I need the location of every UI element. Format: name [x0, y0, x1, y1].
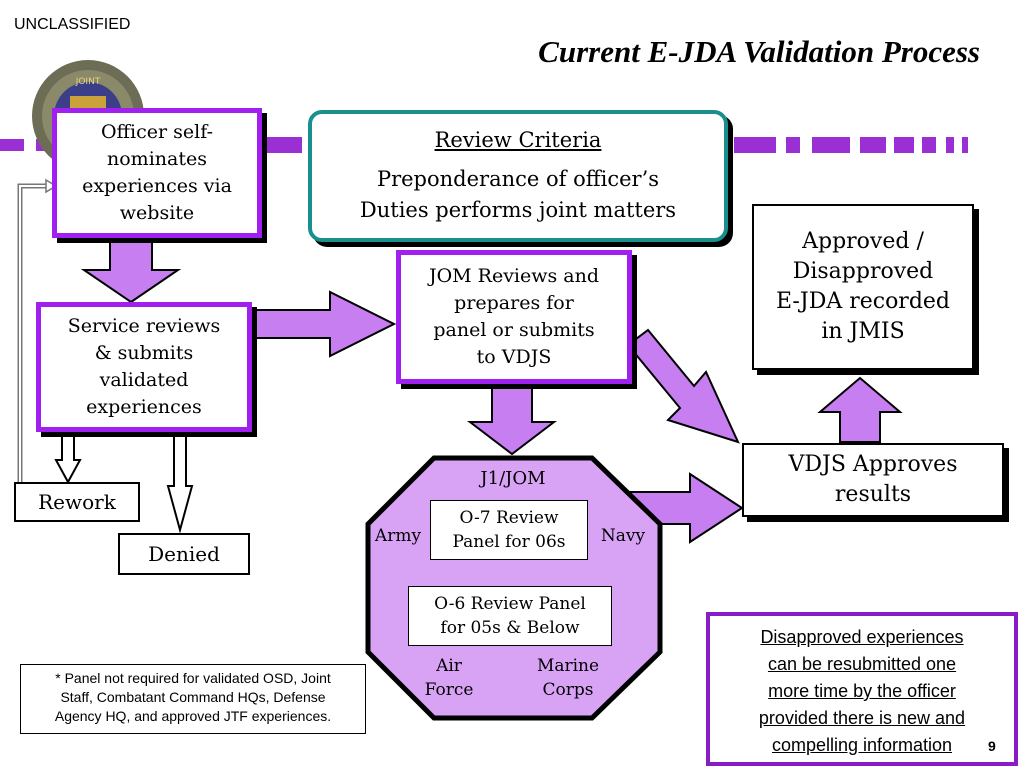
- service-reviews-line: Service reviews: [67, 315, 221, 337]
- vdjs-approves-box: VDJS Approves results: [742, 443, 1004, 517]
- review-criteria-line: Duties performs joint matters: [359, 198, 677, 222]
- army-label: Army: [374, 526, 422, 546]
- review-criteria-box: Review Criteria Preponderance of officer…: [308, 110, 728, 242]
- self-nominate-box: Officer self- nominates experiences via …: [52, 108, 262, 238]
- self-nominate-line: Officer self-: [100, 121, 213, 143]
- footnote-line: * Panel not required for validated OSD, …: [55, 670, 331, 686]
- approved-line: in JMIS: [821, 319, 905, 344]
- arrow-nominate-to-service: [80, 239, 182, 304]
- footnote-line: Agency HQ, and approved JTF experiences.: [54, 708, 332, 724]
- resubmit-line: more time by the officer: [768, 681, 956, 701]
- o7-panel-line: O-7 Review: [459, 508, 559, 528]
- marine-corps-line: Corps: [542, 680, 594, 700]
- jom-reviews-line: JOM Reviews and: [428, 265, 600, 287]
- arrow-vdjs-to-approved: [817, 376, 903, 443]
- o6-panel-line: for 05s & Below: [440, 618, 580, 638]
- marine-corps-label: Marine Corps: [526, 654, 610, 702]
- vdjs-line: VDJS Approves: [788, 452, 958, 477]
- o7-review-panel: O-7 Review Panel for 06s: [430, 500, 588, 560]
- page-number: 9: [988, 738, 996, 754]
- footnote-box: * Panel not required for validated OSD, …: [20, 664, 366, 734]
- approved-line: E-JDA recorded: [775, 289, 951, 314]
- page-title: Current E-JDA Validation Process: [538, 34, 980, 69]
- self-nominate-line: experiences via: [82, 175, 232, 197]
- footnote-line: Staff, Combatant Command HQs, Defense: [60, 689, 326, 705]
- vdjs-line: results: [834, 482, 912, 507]
- jom-reviews-box: JOM Reviews and prepares for panel or su…: [396, 250, 632, 384]
- jom-reviews-line: to VDJS: [476, 346, 552, 368]
- approved-line: Approved /: [802, 229, 924, 254]
- arrow-service-to-jom: [251, 290, 397, 358]
- resubmit-line: Disapproved experiences: [760, 627, 964, 647]
- resubmit-line: can be resubmitted one: [767, 654, 957, 674]
- service-reviews-line: & submits: [94, 342, 194, 364]
- marine-corps-line: Marine: [536, 656, 600, 676]
- self-nominate-line: nominates: [107, 148, 207, 170]
- review-criteria-line: Preponderance of officer’s: [376, 167, 660, 191]
- approved-line: Disapproved: [792, 259, 934, 284]
- jom-reviews-line: prepares for: [454, 292, 574, 314]
- service-reviews-box: Service reviews & submits validated expe…: [36, 302, 252, 432]
- resubmit-line: provided there is new and: [758, 708, 966, 728]
- arrow-to-rework: [54, 435, 82, 485]
- resubmit-note-box: Disapproved experiences can be resubmitt…: [706, 612, 1018, 766]
- o7-panel-line: Panel for 06s: [452, 532, 566, 552]
- header-banner-stripes: [0, 137, 968, 153]
- classification-label: UNCLASSIFIED: [14, 16, 131, 33]
- arrow-jom-to-vdjs: [626, 328, 740, 444]
- service-reviews-line: validated: [99, 369, 189, 391]
- air-force-label: Air Force: [414, 654, 484, 702]
- denied-box: Denied: [118, 533, 250, 575]
- arrow-to-denied: [166, 435, 194, 534]
- air-force-line: Force: [424, 680, 474, 700]
- resubmit-line: compelling information: [771, 735, 953, 755]
- o6-panel-line: O-6 Review Panel: [434, 594, 586, 614]
- self-nominate-line: website: [119, 202, 195, 224]
- air-force-line: Air: [436, 656, 462, 676]
- arrow-jom-to-octagon: [467, 381, 557, 456]
- logo-text: JOINT: [75, 77, 101, 87]
- service-reviews-line: experiences: [86, 396, 202, 418]
- navy-label: Navy: [600, 526, 646, 546]
- approved-recorded-box: Approved / Disapproved E-JDA recorded in…: [752, 204, 974, 370]
- octagon-top-label: J1/JOM: [480, 468, 546, 489]
- rework-box: Rework: [14, 482, 140, 522]
- o6-review-panel: O-6 Review Panel for 05s & Below: [408, 586, 612, 646]
- jom-reviews-line: panel or submits: [433, 319, 595, 341]
- review-criteria-heading: Review Criteria: [434, 128, 602, 152]
